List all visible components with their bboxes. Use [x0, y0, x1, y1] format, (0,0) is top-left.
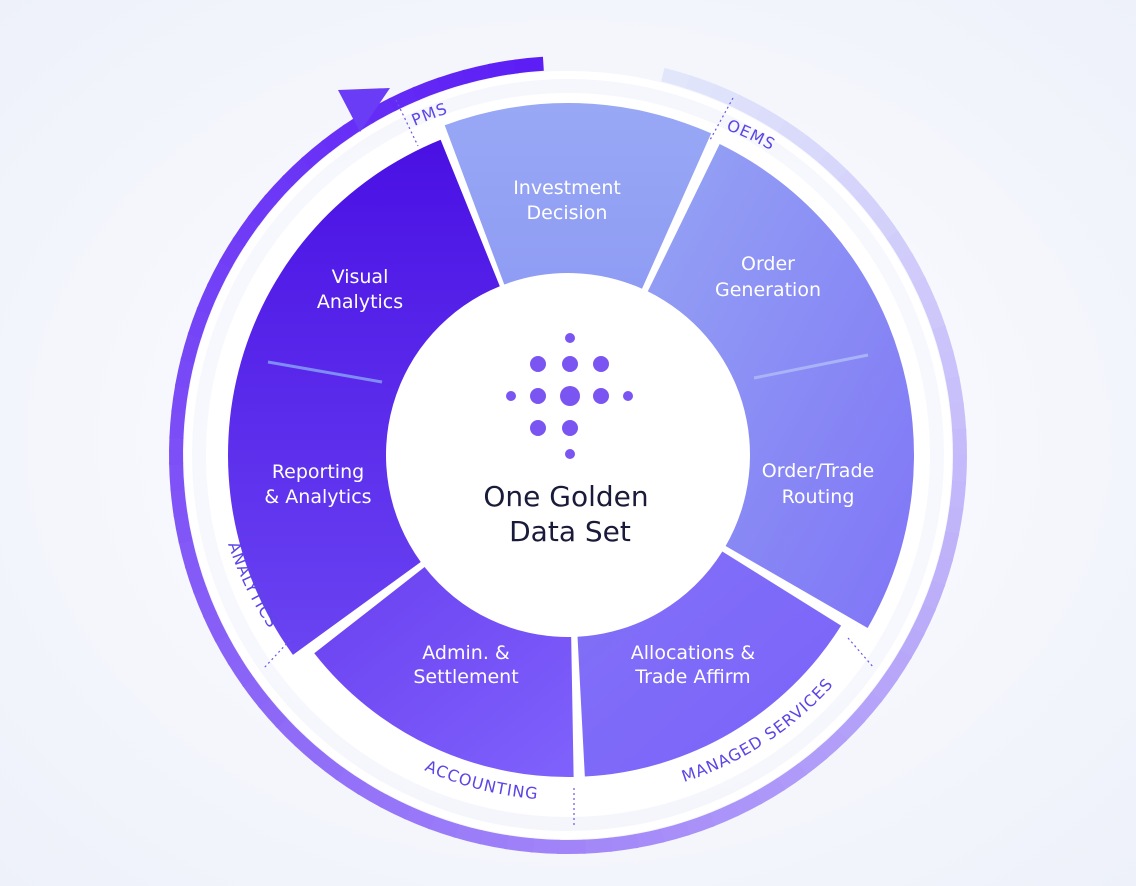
- logo-dot: [506, 391, 516, 401]
- segment-visual-analytics-line2: Analytics: [317, 291, 403, 313]
- cycle-arrow-segment: [180, 331, 202, 364]
- cycle-arrow-segment: [582, 837, 613, 854]
- band-separator: [395, 99, 419, 147]
- cycle-arrow-segment: [193, 586, 217, 619]
- cycle-arrow-segment: [169, 409, 186, 439]
- logo-dot: [530, 388, 546, 404]
- cycle-arrow-segment: [661, 67, 693, 90]
- cycle-arrow-segment: [504, 835, 535, 853]
- logo-dot: [530, 420, 546, 436]
- cycle-arrow-segment: [912, 276, 937, 309]
- cycle-arrow-segment: [911, 604, 936, 637]
- segment-admin-settlement-line2: Settlement: [413, 666, 518, 688]
- segment-allocations-trade-affirm-line1: Allocations &: [631, 642, 756, 664]
- logo-dot: [623, 391, 633, 401]
- cycle-arrow-segment: [178, 537, 200, 569]
- cycle-arrow-segment: [487, 59, 519, 78]
- band-separator: [263, 639, 291, 669]
- cycle-arrow-segment: [683, 812, 715, 836]
- cycle-arrow-segment: [478, 830, 510, 850]
- center-title-line2: Data Set: [509, 515, 631, 548]
- cycle-arrow-segment: [173, 512, 193, 544]
- cycle-arrow-segment: [169, 461, 185, 492]
- divider-analytics: [267, 360, 383, 384]
- logo-dot: [593, 388, 609, 404]
- band-separator: [847, 637, 875, 669]
- segment-reporting-analytics-line1: Reporting: [272, 461, 364, 483]
- sector-analytics: [227, 139, 500, 655]
- segment-order-generation-line1: Order: [741, 253, 795, 275]
- process-wheel: [227, 102, 914, 777]
- logo-dot: [565, 449, 575, 459]
- cycle-arrow-segment: [171, 382, 190, 414]
- sector-oems: [647, 144, 914, 628]
- sector-pms: [444, 102, 712, 289]
- cycle-arrow-segment: [452, 823, 485, 845]
- segment-reporting-analytics-line2: & Analytics: [264, 486, 371, 508]
- cycle-arrow-segment: [931, 555, 954, 588]
- arrow-head-icon: [338, 88, 390, 132]
- cycle-arrow-segment: [633, 828, 665, 849]
- outer-ring-track: [184, 71, 952, 839]
- logo-dot: [560, 386, 580, 406]
- center-title-line1: One Golden: [483, 480, 648, 513]
- cycle-arrow-segment: [608, 833, 639, 852]
- cycle-arrow-segment: [658, 821, 690, 843]
- segment-order-generation-line2: Generation: [715, 279, 821, 301]
- segment-allocations-trade-affirm-line2: Trade Affirm: [634, 666, 750, 688]
- cycle-arrow-segment: [949, 480, 967, 511]
- cycle-arrow-segment: [436, 69, 469, 92]
- segment-admin-settlement-line1: Admin. &: [422, 642, 510, 664]
- section-dividers: [263, 97, 875, 826]
- cycle-arrow-segment: [462, 63, 494, 84]
- segment-order-trade-routing-line1: Order/Trade: [762, 460, 874, 482]
- cycle-arrow-segment: [388, 86, 421, 112]
- cycle-arrow-segment: [412, 77, 444, 101]
- cycle-arrow-segment: [951, 454, 967, 485]
- cycle-arrow-segment: [952, 428, 967, 458]
- cycle-arrow-segment: [944, 505, 964, 537]
- cycle-arrow-segment: [939, 350, 960, 382]
- cycle-arrow-segment: [196, 282, 221, 315]
- segment-visual-analytics-line1: Visual: [332, 266, 389, 288]
- cycle-arrow-segment: [707, 802, 740, 827]
- logo-dot: [562, 420, 578, 436]
- cycle-arrow-segment: [513, 56, 544, 74]
- sector-accounting: [314, 567, 574, 777]
- cycle-arrow-segment: [530, 838, 560, 854]
- cycle-arrow-segment: [187, 306, 211, 339]
- cycle-arrow-segment: [685, 75, 718, 99]
- cycle-arrow-segment: [921, 580, 946, 613]
- cycle-arrow-segment: [938, 531, 960, 563]
- segment-investment-decision-line2: Decision: [527, 202, 608, 224]
- dot-cross-icon: [506, 333, 633, 459]
- segment-investment-decision-line1: Investment: [513, 177, 621, 199]
- cycle-arrow-segment: [403, 805, 436, 830]
- logo-dot: [593, 356, 609, 372]
- cycle-arrow-segment: [170, 487, 188, 518]
- cycle-arrow-segment: [945, 376, 964, 407]
- cycle-arrow-segment: [427, 815, 460, 838]
- logo-dot: [562, 356, 578, 372]
- logo-dot: [565, 333, 575, 343]
- cycle-arrow-segment: [709, 84, 742, 109]
- cycle-arrow-segment: [932, 325, 954, 357]
- logo-dot: [530, 356, 546, 372]
- sector-managed-services: [577, 551, 842, 777]
- cycle-arrow-segment: [184, 562, 208, 595]
- segment-order-trade-routing-line2: Routing: [782, 486, 855, 508]
- cycle-arrow-segment: [922, 300, 947, 333]
- cycle-arrow-segment: [949, 402, 967, 433]
- divider-oems: [753, 353, 869, 380]
- cycle-arrow-segment: [175, 357, 195, 389]
